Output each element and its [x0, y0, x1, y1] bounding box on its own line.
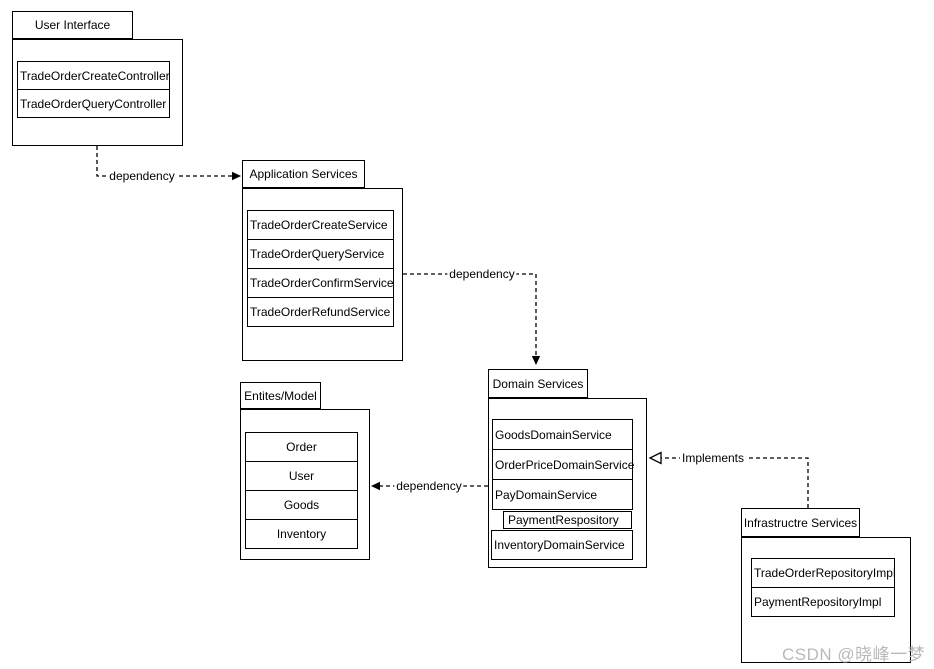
class-box: TradeOrderQueryService	[247, 239, 394, 269]
dependency-label-app-to-domain: dependency	[447, 267, 517, 281]
package-tab: Application Services	[242, 160, 365, 188]
class-box: InventoryDomainService	[491, 530, 633, 560]
class-box: TradeOrderRepositoryImpl	[751, 558, 896, 588]
class-box: TradeOrderQueryController	[17, 89, 170, 118]
package-tab: Infrastructre Services	[741, 508, 860, 537]
implements-line-infra-to-domain	[661, 457, 809, 508]
class-box: OrderPriceDomainService	[492, 449, 634, 480]
entity-box: User	[245, 461, 358, 491]
class-box: GoodsDomainService	[492, 419, 633, 450]
class-box: TradeOrderCreateController	[17, 61, 170, 90]
package-title: Infrastructre Services	[743, 515, 858, 530]
class-box: TradeOrderConfirmService	[247, 268, 394, 298]
package-title: Application Services	[249, 167, 358, 181]
class-box: TradeOrderCreateService	[247, 210, 394, 240]
entity-box: Order	[245, 432, 358, 462]
arrowhead-filled	[531, 356, 541, 365]
class-box: PayDomainService	[492, 479, 633, 510]
package-title: Domain Services	[492, 376, 584, 391]
entity-box: Inventory	[245, 519, 358, 549]
dependency-label-domain-to-entities: dependency	[394, 479, 464, 493]
package-tab: Domain Services	[488, 369, 588, 398]
package-tab: Entites/Model	[240, 382, 321, 409]
dependency-label-ui-to-app: dependency	[107, 169, 177, 183]
implements-label: Implements	[679, 451, 747, 465]
package-title: User Interface	[34, 18, 111, 32]
csdn-watermark: CSDN @晓峰一梦	[782, 645, 926, 664]
arrowhead-filled	[232, 171, 241, 181]
class-box: TradeOrderRefundService	[247, 297, 394, 327]
entity-box: Goods	[245, 490, 358, 520]
arrowhead-open-triangle	[648, 451, 662, 465]
class-box: PaymentRespository	[503, 511, 632, 529]
dependency-line-app-to-domain	[403, 273, 537, 356]
arrowhead-filled	[371, 481, 380, 491]
package-title: Entites/Model	[244, 388, 317, 403]
package-tab: User Interface	[12, 11, 133, 39]
class-box: PaymentRepositoryImpl	[751, 587, 895, 617]
